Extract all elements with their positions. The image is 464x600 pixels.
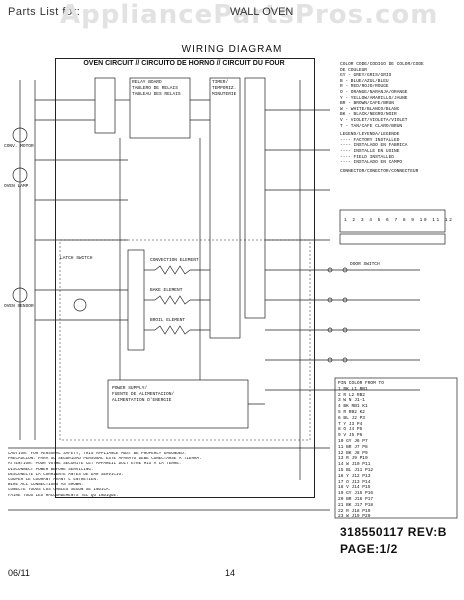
fan-icon xyxy=(73,298,87,312)
latch-label: LATCH SWITCH xyxy=(60,256,93,261)
timer-block xyxy=(209,77,241,339)
bake-element xyxy=(154,295,191,305)
bake-label: BAKE ELEMENT xyxy=(150,288,183,293)
sensor-icon xyxy=(12,287,28,303)
timer-connector xyxy=(244,77,266,319)
oven-circuit-title: OVEN CIRCUIT // CIRCUITO DE HORNO // CIR… xyxy=(83,60,285,67)
door-switch-label: DOOR SWITCH xyxy=(350,262,380,267)
timer-label-3: MINUTERIE xyxy=(212,92,237,97)
power-supply-label: POWER SUPPLY/ xyxy=(112,386,148,391)
diagram-title: WIRING DIAGRAM xyxy=(181,44,283,55)
sensor-label: OVEN SENSOR xyxy=(4,304,34,309)
safety-notes: CAUTION: FOR PERSONAL SAFETY, THIS APPLI… xyxy=(8,452,202,498)
lamp-icon xyxy=(12,167,28,183)
color-legend: COLOR CODE/CODIGO DE COLOR/CODE DE COULE… xyxy=(340,62,424,174)
connector-pins: 1 2 3 4 5 6 7 8 9 10 11 12 xyxy=(344,218,454,223)
header-left: Parts List for: xyxy=(8,6,81,18)
relay-board-label: RELAY BOARD xyxy=(132,80,162,85)
connector-box-2 xyxy=(339,233,446,245)
oven-circuit-frame xyxy=(55,58,315,498)
motor-icon xyxy=(12,127,28,143)
relay-board-box xyxy=(129,77,191,139)
convection-label: CONVECTION ELEMENT xyxy=(150,258,199,263)
broil-element xyxy=(154,325,191,335)
part-number: 318550117 REV:B xyxy=(340,525,447,539)
footer-date: 06/11 xyxy=(8,568,30,578)
motor-label: CONV. MOTOR xyxy=(4,144,34,149)
connector-box xyxy=(339,209,446,233)
page-label: PAGE:1/2 xyxy=(340,542,398,556)
wire-table-box xyxy=(334,377,458,519)
power-supply-label-3: ALIMENTATION D'ENERGIE xyxy=(112,398,172,403)
header-right: WALL OVEN xyxy=(230,6,294,18)
timer-label-2: TEMPORIZ. xyxy=(212,86,237,91)
watermark: AppliancePartsPros.com xyxy=(60,0,439,30)
footer-page-number: 14 xyxy=(225,568,236,578)
lamp-label: OVEN LAMP xyxy=(4,184,29,189)
timer-label: TIMER/ xyxy=(212,80,229,85)
relay-connector-block xyxy=(94,77,116,134)
power-supply-label-2: FUENTE DE ALIMENTACION/ xyxy=(112,392,175,397)
relay-board-label-2: TABLERO DE RELAIS xyxy=(132,86,178,91)
broil-label: BROIL ELEMENT xyxy=(150,318,186,323)
convection-element xyxy=(154,265,191,275)
relay-pins-block xyxy=(127,249,145,351)
relay-board-label-3: TABLEAU DES RELAIS xyxy=(132,92,181,97)
dashed-harness-boundary xyxy=(59,239,311,441)
